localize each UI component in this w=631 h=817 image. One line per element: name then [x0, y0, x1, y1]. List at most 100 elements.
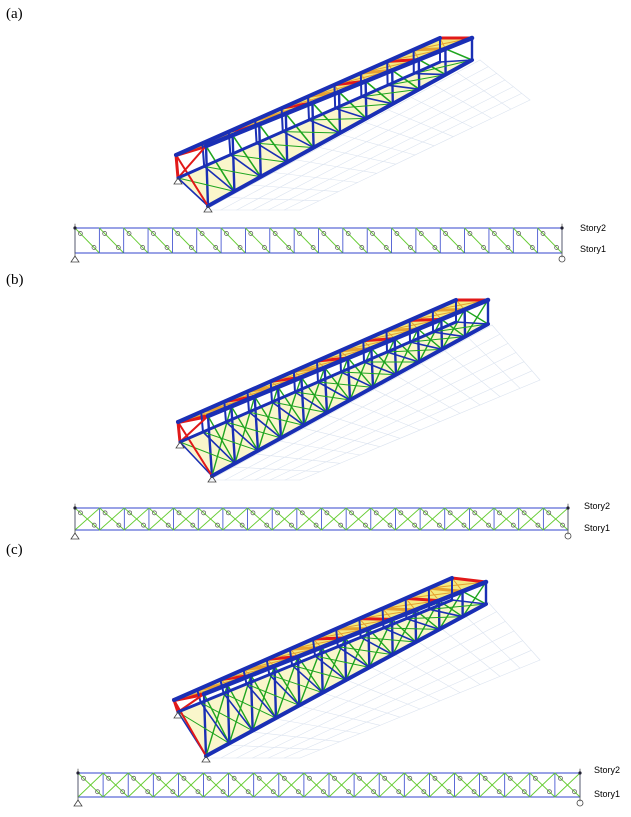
hinge-marker: [297, 231, 302, 236]
elev-diagonal: [123, 227, 149, 254]
hinge-marker: [535, 522, 541, 528]
vertical-post: [337, 90, 342, 135]
bottom-transverse: [428, 608, 464, 618]
grid-line: [252, 79, 506, 211]
bottom-brace: [203, 165, 262, 178]
bottom-brace: [268, 674, 324, 694]
vertical-post: [323, 366, 329, 414]
bottom-brace: [337, 646, 394, 656]
elev-diagonal: [74, 227, 100, 254]
story1-label: Story1: [594, 789, 620, 799]
elev-diagonal: [303, 772, 330, 798]
side-brace: [417, 58, 447, 76]
bottom-transverse: [360, 96, 394, 105]
bottom-transverse: [382, 627, 417, 643]
hinge-marker: [270, 789, 276, 795]
bottom-brace: [246, 683, 300, 706]
hinge-marker: [554, 245, 559, 250]
elev-diagonal: [99, 507, 125, 531]
hinge-marker: [321, 789, 326, 795]
support-symbol: [173, 177, 183, 185]
hinge-marker: [289, 522, 294, 528]
end-frame-member: [173, 699, 207, 757]
bottom-brace: [282, 131, 341, 134]
plan-brace: [428, 587, 440, 602]
hinge-marker: [145, 789, 151, 795]
grid-line: [268, 86, 514, 211]
hinge-marker: [394, 231, 400, 236]
elev-diagonal: [253, 772, 280, 798]
top-chord-right: [201, 579, 489, 697]
top-chord-left: [176, 298, 458, 424]
hinge-marker: [529, 245, 535, 250]
side-brace: [372, 337, 396, 389]
elev-diagonal: [542, 507, 569, 531]
hinge-marker: [521, 789, 527, 795]
bottom-brace: [428, 603, 487, 610]
elev-diagonal: [493, 507, 520, 531]
elev-diagonal: [529, 772, 556, 798]
side-brace: [461, 581, 487, 618]
hinge-marker: [456, 245, 462, 250]
side-brace: [391, 69, 421, 90]
hinge-marker: [140, 245, 146, 250]
bottom-transverse: [386, 351, 420, 363]
hinge-marker: [357, 775, 362, 781]
hinge-marker: [127, 510, 133, 516]
elev-diagonal: [488, 227, 514, 254]
hinge-marker: [262, 245, 267, 250]
hinge-marker: [346, 789, 351, 795]
side-brace: [393, 337, 420, 363]
bottom-transverse: [203, 165, 236, 193]
hinge-marker: [248, 231, 254, 236]
side-brace: [338, 91, 368, 120]
elev-diagonal: [464, 227, 490, 254]
elev-diagonal: [439, 227, 466, 254]
top-chord-right: [203, 35, 475, 149]
vertical-post: [206, 414, 214, 478]
hinge-marker: [78, 231, 83, 236]
vertical-post: [311, 101, 315, 149]
vertical-post: [253, 395, 260, 452]
elev-diagonal: [428, 772, 455, 798]
hinge-marker: [95, 789, 100, 795]
hinge-marker: [281, 775, 287, 781]
hinge-marker: [102, 231, 108, 236]
hinge-marker: [307, 775, 312, 781]
vertical-post: [284, 112, 289, 164]
vertical-post: [391, 69, 394, 106]
side-brace: [464, 299, 489, 338]
bottom-transverse: [294, 391, 328, 414]
side-brace: [438, 590, 464, 631]
hinge-marker: [296, 789, 301, 795]
panel-b: (b): [0, 270, 631, 540]
hinge-marker: [558, 775, 563, 781]
vertical-post: [280, 107, 284, 133]
hinge-marker: [213, 245, 219, 250]
hinge-marker: [370, 231, 375, 236]
hinge-marker: [190, 522, 196, 528]
hinge-marker: [446, 789, 452, 795]
grid-line: [299, 99, 531, 211]
hinge-marker: [78, 510, 83, 516]
elev-diagonal: [244, 227, 271, 254]
node-marker: [73, 226, 77, 230]
hinge-marker: [510, 522, 516, 528]
hinge-marker: [151, 231, 156, 236]
bottom-transverse: [222, 692, 254, 732]
story1-label: Story1: [580, 244, 606, 254]
elev-diagonal: [479, 772, 506, 798]
elev-diagonal: [171, 227, 198, 254]
top-chord-left: [172, 576, 454, 702]
bottom-brace: [340, 371, 397, 376]
elev-diagonal: [391, 227, 417, 254]
hinge-marker: [299, 510, 305, 516]
hinge-marker: [176, 510, 182, 516]
hinge-marker: [472, 510, 478, 516]
elev-diagonal: [370, 507, 396, 531]
top-chord-right: [205, 297, 491, 419]
hinge-marker: [321, 231, 327, 236]
hinge-marker: [387, 522, 393, 528]
elev-diagonal: [345, 507, 372, 531]
elev-diagonal: [278, 772, 305, 798]
